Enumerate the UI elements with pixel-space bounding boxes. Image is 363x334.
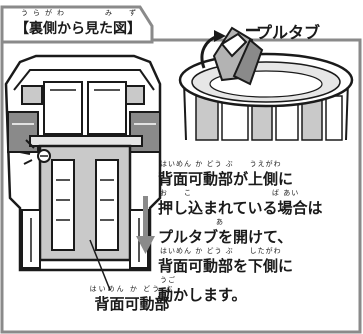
- part-label-text: 背面可動部: [94, 295, 170, 313]
- pull-tab-label: プルタブ: [256, 23, 321, 42]
- instruction-text: はいめん か どう ぶ うえがわ 背面可動部が上側に お こ ば あい 押し込ま…: [158, 160, 362, 305]
- figure-title: うらがわ み ず 【裏側から見た図】: [4, 9, 152, 43]
- instruction-main: 背面可動部が上側に: [158, 170, 294, 188]
- emphasis-ticks: [19, 139, 35, 165]
- toy-back-drawing: [4, 54, 162, 272]
- instruction-line: あ プルタブを開けて、: [158, 218, 362, 247]
- title-tag-bg: [0, 5, 154, 44]
- instruction-main: プルタブを開けて、: [158, 228, 293, 246]
- instruction-line: はいめん か どう ぶ うえがわ 背面可動部が上側に: [158, 160, 362, 189]
- back-movable-part-label: はいめん か どう ぶ 背面可動部: [82, 285, 182, 314]
- can-top-inset: [178, 52, 354, 141]
- figure-title-text: 【裏側から見た図】: [15, 21, 141, 37]
- instruction-main: 押し込まれている場合は: [158, 199, 323, 217]
- instruction-main: 背面可動部を下側に: [158, 257, 294, 275]
- instruction-ruby: あ: [160, 218, 224, 226]
- figure-title-ruby: うらがわ み ず: [21, 9, 141, 17]
- instruction-line: はいめん か どう ぶ したがわ 背面可動部を下側に: [158, 247, 362, 276]
- instruction-ruby: はいめん か どう ぶ したがわ: [160, 247, 282, 255]
- part-leader-line: [89, 239, 111, 291]
- instruction-ruby: うご: [160, 276, 176, 284]
- instruction-ruby: お こ ば あい: [160, 189, 300, 197]
- part-label-ruby: はいめん か どう ぶ: [89, 285, 175, 293]
- instruction-main: 動かします。: [158, 286, 247, 304]
- instruction-ruby: はいめん か どう ぶ うえがわ: [160, 160, 282, 168]
- pull-tab-drawing: [212, 26, 264, 86]
- instruction-line: うご 動かします。: [158, 276, 362, 305]
- downward-arrow-icon: [136, 196, 155, 254]
- instruction-line: お こ ば あい 押し込まれている場合は: [158, 189, 362, 218]
